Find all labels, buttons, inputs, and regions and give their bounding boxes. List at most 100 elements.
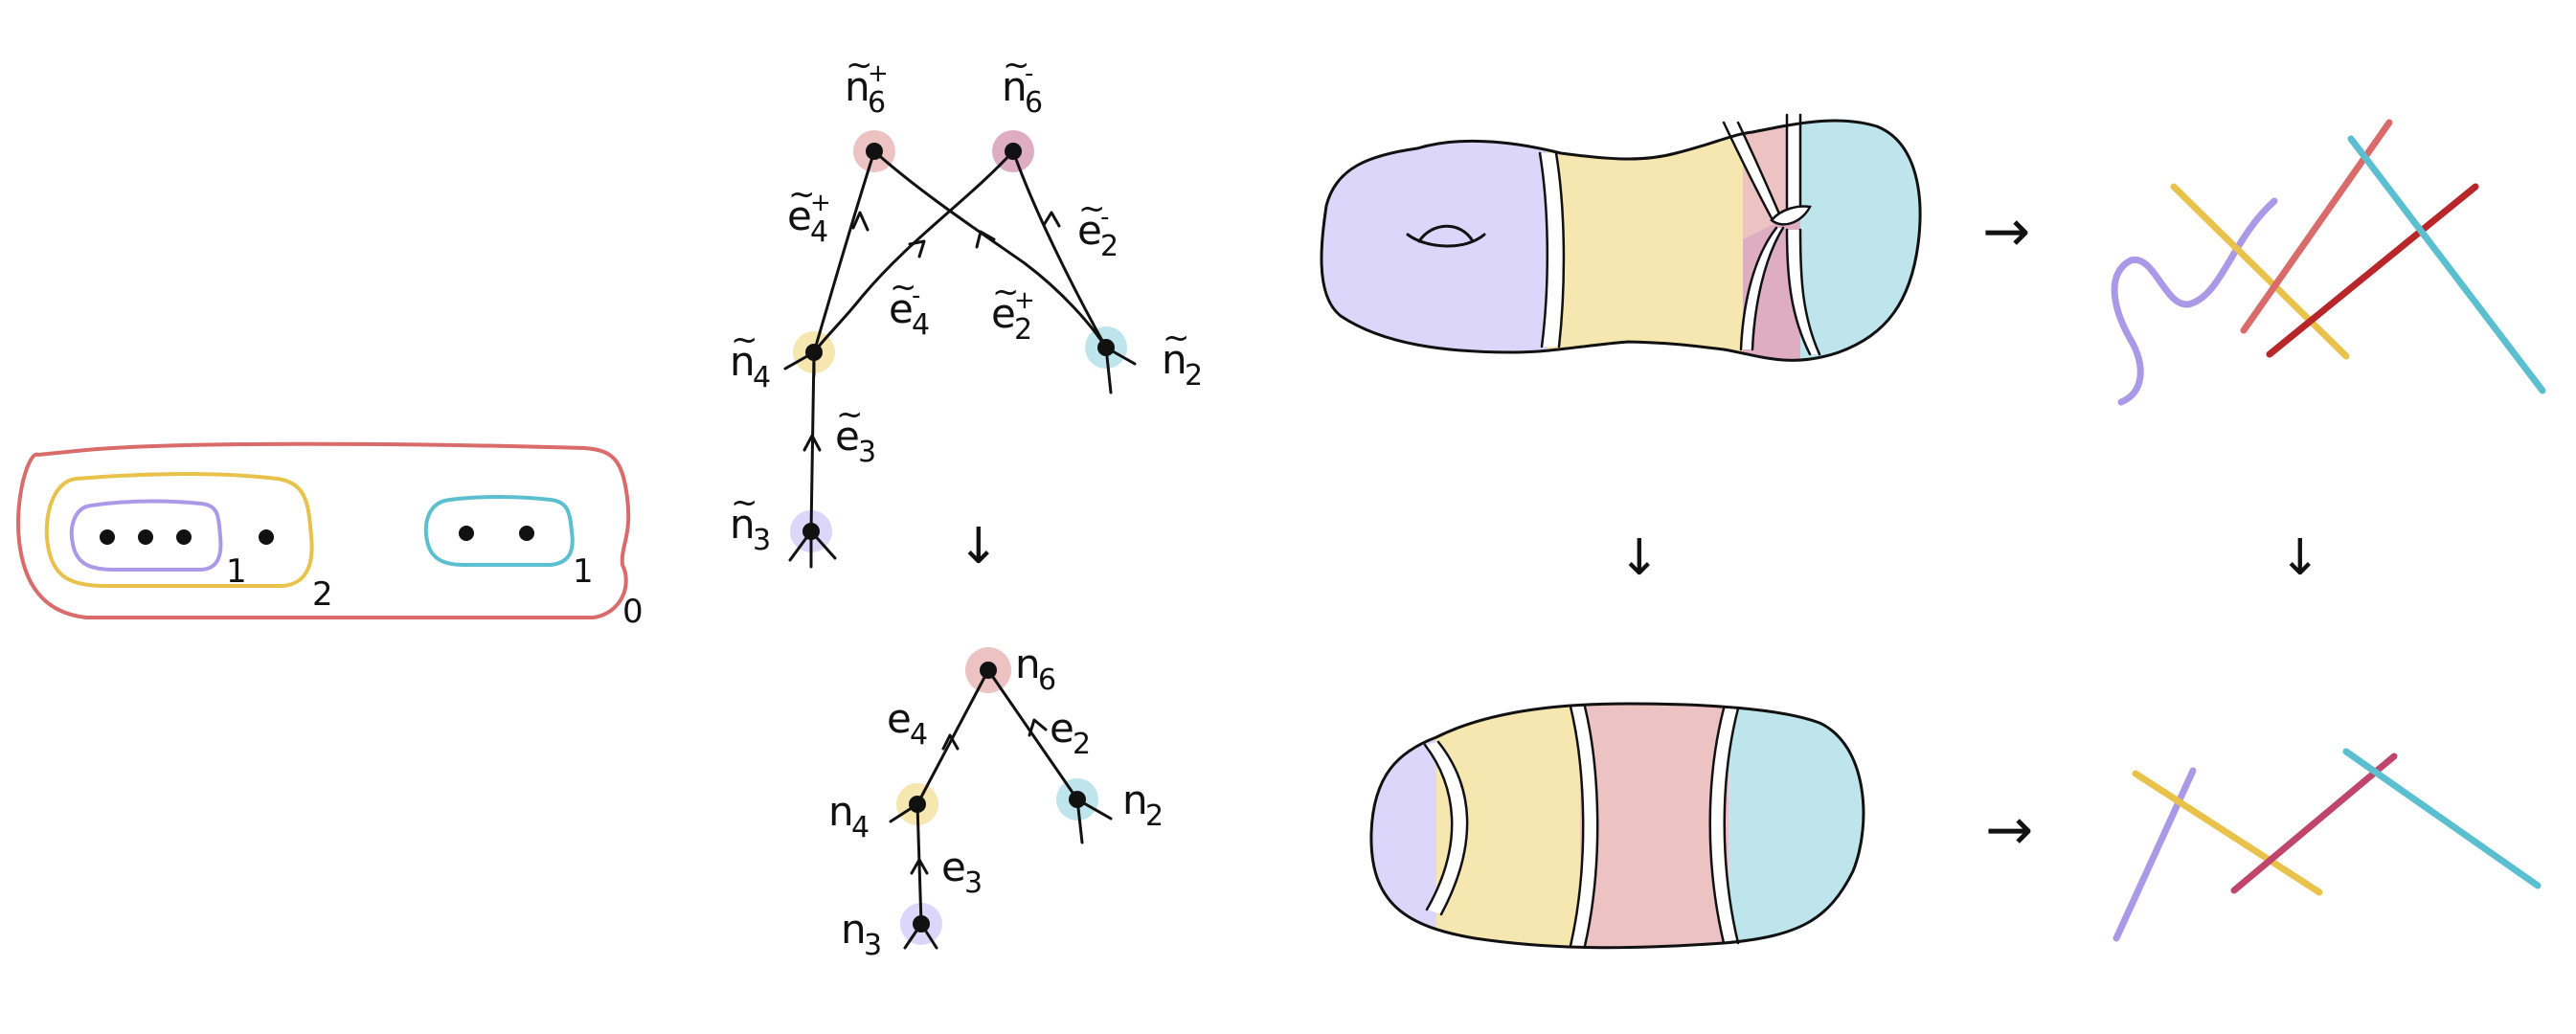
label-base: e: [991, 290, 1016, 337]
label-tilde: ~: [992, 273, 1020, 311]
line-red: [2240, 119, 2393, 334]
graph-node: [805, 344, 823, 361]
surface-region-purple: [1321, 120, 1547, 361]
teal-curve-label: 1: [573, 552, 594, 591]
label-base: n: [1162, 336, 1187, 383]
nested-curves-panel: 1 2 1 0: [16, 441, 644, 631]
label-superscript: +: [868, 59, 889, 88]
label-tilde: ~: [731, 321, 758, 359]
surface-region-teal: [1800, 120, 1921, 361]
label-tilde: ~: [1003, 46, 1030, 84]
graph-node: [909, 796, 926, 813]
edge-arrowhead: [975, 230, 996, 249]
label-base: n: [730, 501, 756, 548]
line-magenta: [2230, 753, 2398, 894]
edge-line: [915, 802, 923, 926]
label-subscript: 6: [1038, 663, 1056, 697]
edge-line: [809, 350, 816, 533]
graph-node: [980, 662, 997, 679]
band-boundary: [1736, 121, 1783, 220]
puncture-dot: [259, 529, 274, 545]
covering-surface: [1320, 113, 1922, 362]
genus-hole: [1406, 233, 1486, 248]
label-subscript: 3: [753, 524, 771, 557]
edge-line: [872, 149, 1108, 349]
label-base: e: [1077, 207, 1102, 254]
graph-node: [1069, 791, 1086, 808]
edge-line: [1011, 149, 1108, 349]
label-subscript: 4: [912, 308, 930, 342]
label-n2: n2: [1122, 776, 1164, 833]
label-superscript: -: [1100, 203, 1109, 232]
edge-arrowhead: [851, 211, 870, 232]
label-base: n: [1122, 776, 1148, 823]
label-tilde: ~: [1163, 319, 1190, 357]
label-base: n: [1015, 641, 1041, 687]
purple-curve-label: 1: [226, 552, 247, 591]
line-arrangement-top: [2111, 119, 2546, 406]
label-subscript: 3: [964, 866, 983, 900]
edge-arrowhead: [802, 434, 822, 452]
red-curve-label: 0: [622, 593, 644, 631]
label-subscript: 3: [864, 929, 882, 962]
edge-arrowhead: [910, 858, 929, 875]
label-n6-minus: n~6-: [1002, 46, 1043, 120]
quotient-surface: [1369, 702, 1865, 950]
label-n4-tilde: n~4: [730, 321, 771, 394]
covering-graph-panel: n~6+ n~6- e~4+ e~2- e~4- e~2+ n~4 n~2 e~…: [730, 46, 1203, 569]
label-e4: e4: [887, 695, 928, 752]
band-boundary: [1583, 705, 1599, 948]
line-teal: [2347, 135, 2546, 394]
label-base: n: [828, 788, 854, 835]
label-tilde: ~: [731, 483, 758, 522]
puncture-dot: [100, 529, 115, 545]
band-boundary: [1538, 151, 1549, 348]
line-arrangement-bottom: [2113, 748, 2542, 942]
right-arrow: →: [1985, 797, 2033, 864]
line-yellow: [2170, 183, 2350, 360]
surface-outline: [1369, 702, 1865, 950]
down-arrow: ↓: [2279, 529, 2321, 587]
label-e4-plus: e~4+: [787, 175, 831, 249]
line-darkred: [2266, 183, 2479, 358]
band-boundary: [1798, 228, 1821, 356]
label-base: e: [887, 695, 912, 742]
label-tilde: ~: [890, 268, 917, 306]
graph-node: [802, 523, 820, 540]
label-superscript: +: [1014, 286, 1035, 315]
edge-line: [986, 668, 1079, 801]
puncture-dot: [459, 526, 474, 541]
label-n2-tilde: n~2: [1162, 319, 1203, 393]
edge-arrowhead: [1028, 718, 1048, 737]
outer-red-curve: [16, 441, 631, 619]
yellow-curve-label: 2: [312, 575, 333, 614]
label-e4-minus: e~4-: [889, 268, 930, 342]
inner-purple-curve: [69, 499, 223, 572]
label-superscript: -: [912, 281, 920, 310]
band-boundary: [1569, 705, 1585, 948]
band-boundary: [1708, 707, 1726, 945]
down-arrow: ↓: [958, 518, 1000, 575]
label-subscript: 4: [810, 215, 828, 249]
label-base: n: [730, 338, 756, 385]
genus-hole: [1417, 224, 1475, 243]
label-base: e: [889, 285, 914, 332]
label-n3-tilde: n~3: [730, 483, 771, 557]
edge-arrowhead: [908, 239, 926, 258]
graph-node: [1097, 339, 1115, 356]
line-yellow: [2132, 770, 2323, 896]
label-tilde: ~: [1078, 190, 1106, 228]
label-n4: n4: [828, 788, 870, 844]
band-boundary: [1751, 226, 1785, 351]
quotient-graph-panel: n6 e4 e2 n4 n2 e3 n3: [828, 641, 1164, 962]
label-subscript: 4: [753, 361, 771, 394]
handle-pinch: [1770, 205, 1812, 226]
label-superscript: +: [810, 189, 831, 217]
label-tilde: ~: [788, 175, 816, 214]
band-boundary: [1723, 707, 1740, 945]
graph-node: [1005, 143, 1022, 160]
label-e2-plus: e~2+: [991, 273, 1035, 347]
label-base: e: [835, 413, 860, 460]
label-tilde: ~: [836, 395, 864, 434]
